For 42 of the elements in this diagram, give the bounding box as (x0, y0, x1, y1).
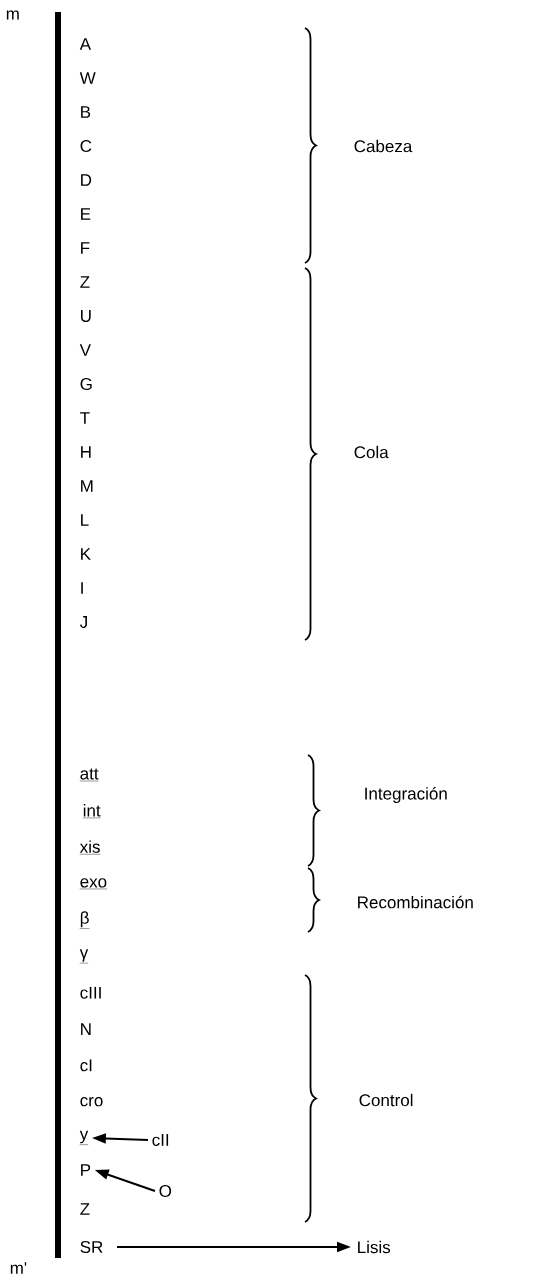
gene-label: cro (80, 1097, 103, 1107)
gene-label: U (81, 310, 91, 322)
gene-label: K (81, 548, 91, 560)
gene-label: cI (80, 1059, 92, 1072)
gene-label: β (79, 911, 90, 929)
gene-label: Z (80, 1203, 90, 1215)
gene-label: int (82, 804, 101, 819)
gene-label: C (80, 140, 92, 153)
gene-label: W (79, 72, 96, 84)
gene-label: cII (152, 1134, 169, 1146)
group-label: Recombinación (358, 895, 473, 909)
gene-label: Z (80, 276, 90, 288)
gene-label: P (81, 1164, 91, 1176)
gene-label: Lisis (358, 1240, 391, 1254)
gene-label: T (80, 412, 90, 424)
group-label: Cabeza (354, 139, 413, 153)
gene-label: A (79, 38, 91, 50)
gene-label: H (81, 446, 91, 458)
gene-label: xis (79, 840, 101, 855)
gene-label: γ (79, 949, 89, 964)
gene-label: I (81, 582, 83, 594)
gene-label: D (81, 174, 92, 186)
gene-label: J (79, 616, 87, 628)
gene-label: G (80, 378, 92, 391)
gene-label: N (81, 1023, 91, 1035)
gene-label: F (81, 242, 90, 254)
gene-label: SR (80, 1241, 103, 1254)
gene-label: exo (79, 878, 108, 890)
end-label: m (6, 10, 19, 20)
gene-label: M (81, 480, 93, 492)
group-label: Integración (365, 787, 447, 804)
gene-label: y (79, 1130, 89, 1145)
gene-label: L (81, 514, 89, 526)
group-label: Cola (354, 445, 389, 459)
gene-label: B (81, 106, 91, 118)
gene-label: cIII (80, 986, 101, 999)
end-label: m' (10, 1262, 27, 1274)
group-label: Control (359, 1093, 413, 1107)
gene-label: O (159, 1185, 172, 1198)
gene-label: V (79, 344, 91, 356)
gene-label: att (79, 768, 99, 782)
gene-label: E (81, 208, 91, 220)
